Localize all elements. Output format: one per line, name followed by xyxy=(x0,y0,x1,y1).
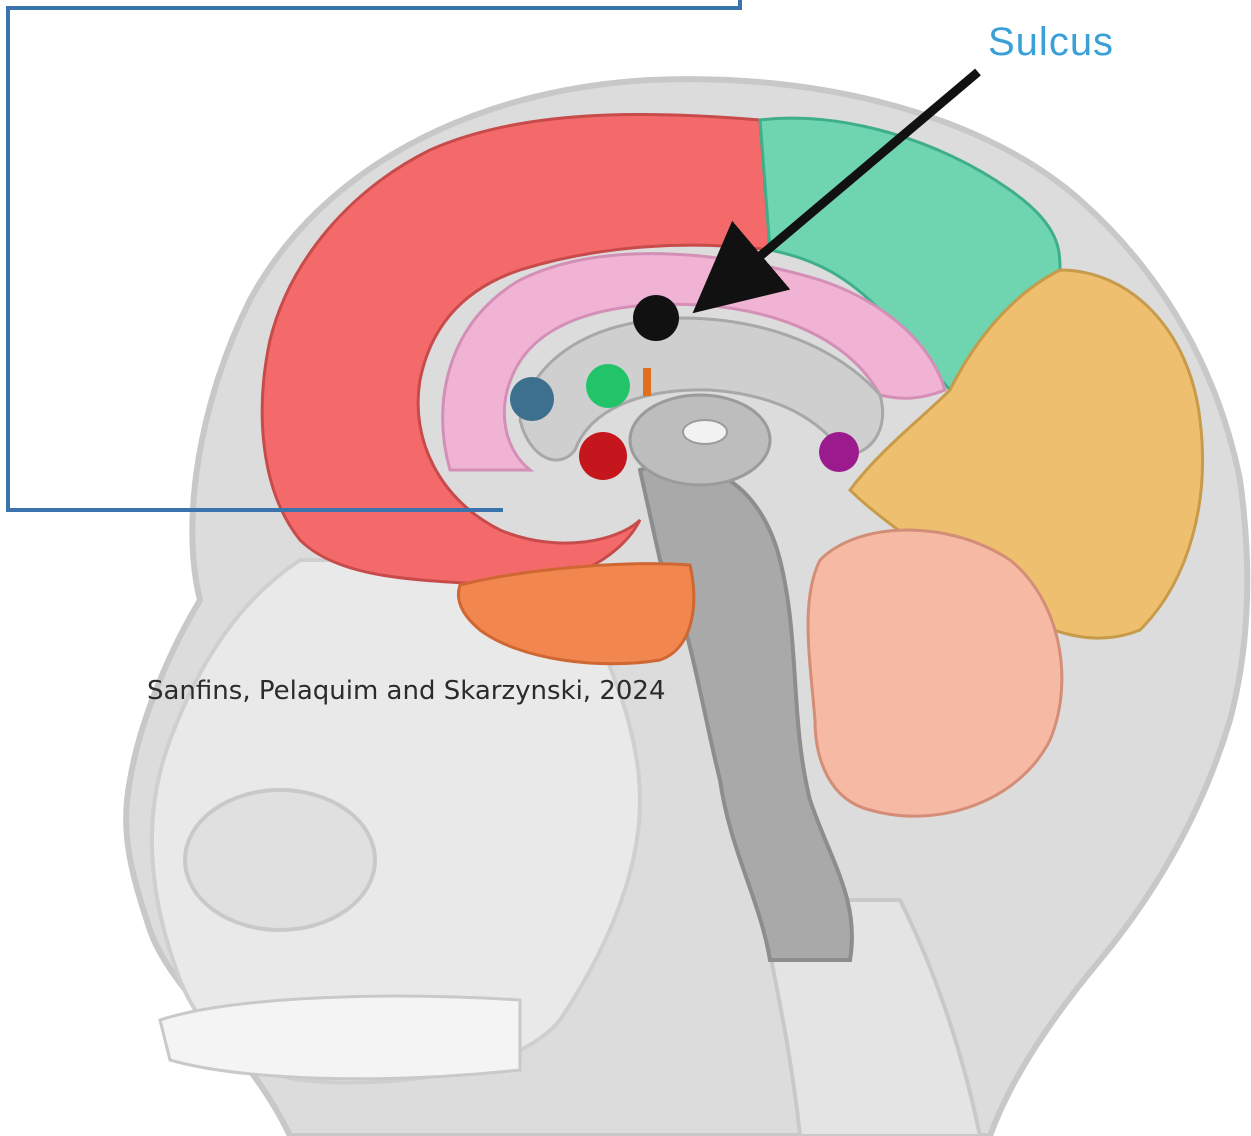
ventricle xyxy=(683,420,727,444)
marker-black-dot xyxy=(633,295,679,341)
marker-green-dot xyxy=(586,364,630,408)
sulcus-label: Sulcus xyxy=(988,20,1114,65)
image-credit: Sanfins, Pelaquim and Skarzynski, 2024 xyxy=(147,676,666,706)
cerebellum xyxy=(808,530,1062,816)
marker-purple-dot xyxy=(819,432,859,472)
marker-red-dot xyxy=(579,432,627,480)
marker-teal-dot xyxy=(510,377,554,421)
marker-orange-tick xyxy=(643,368,651,396)
eye-socket xyxy=(185,790,375,930)
teeth xyxy=(160,996,520,1079)
